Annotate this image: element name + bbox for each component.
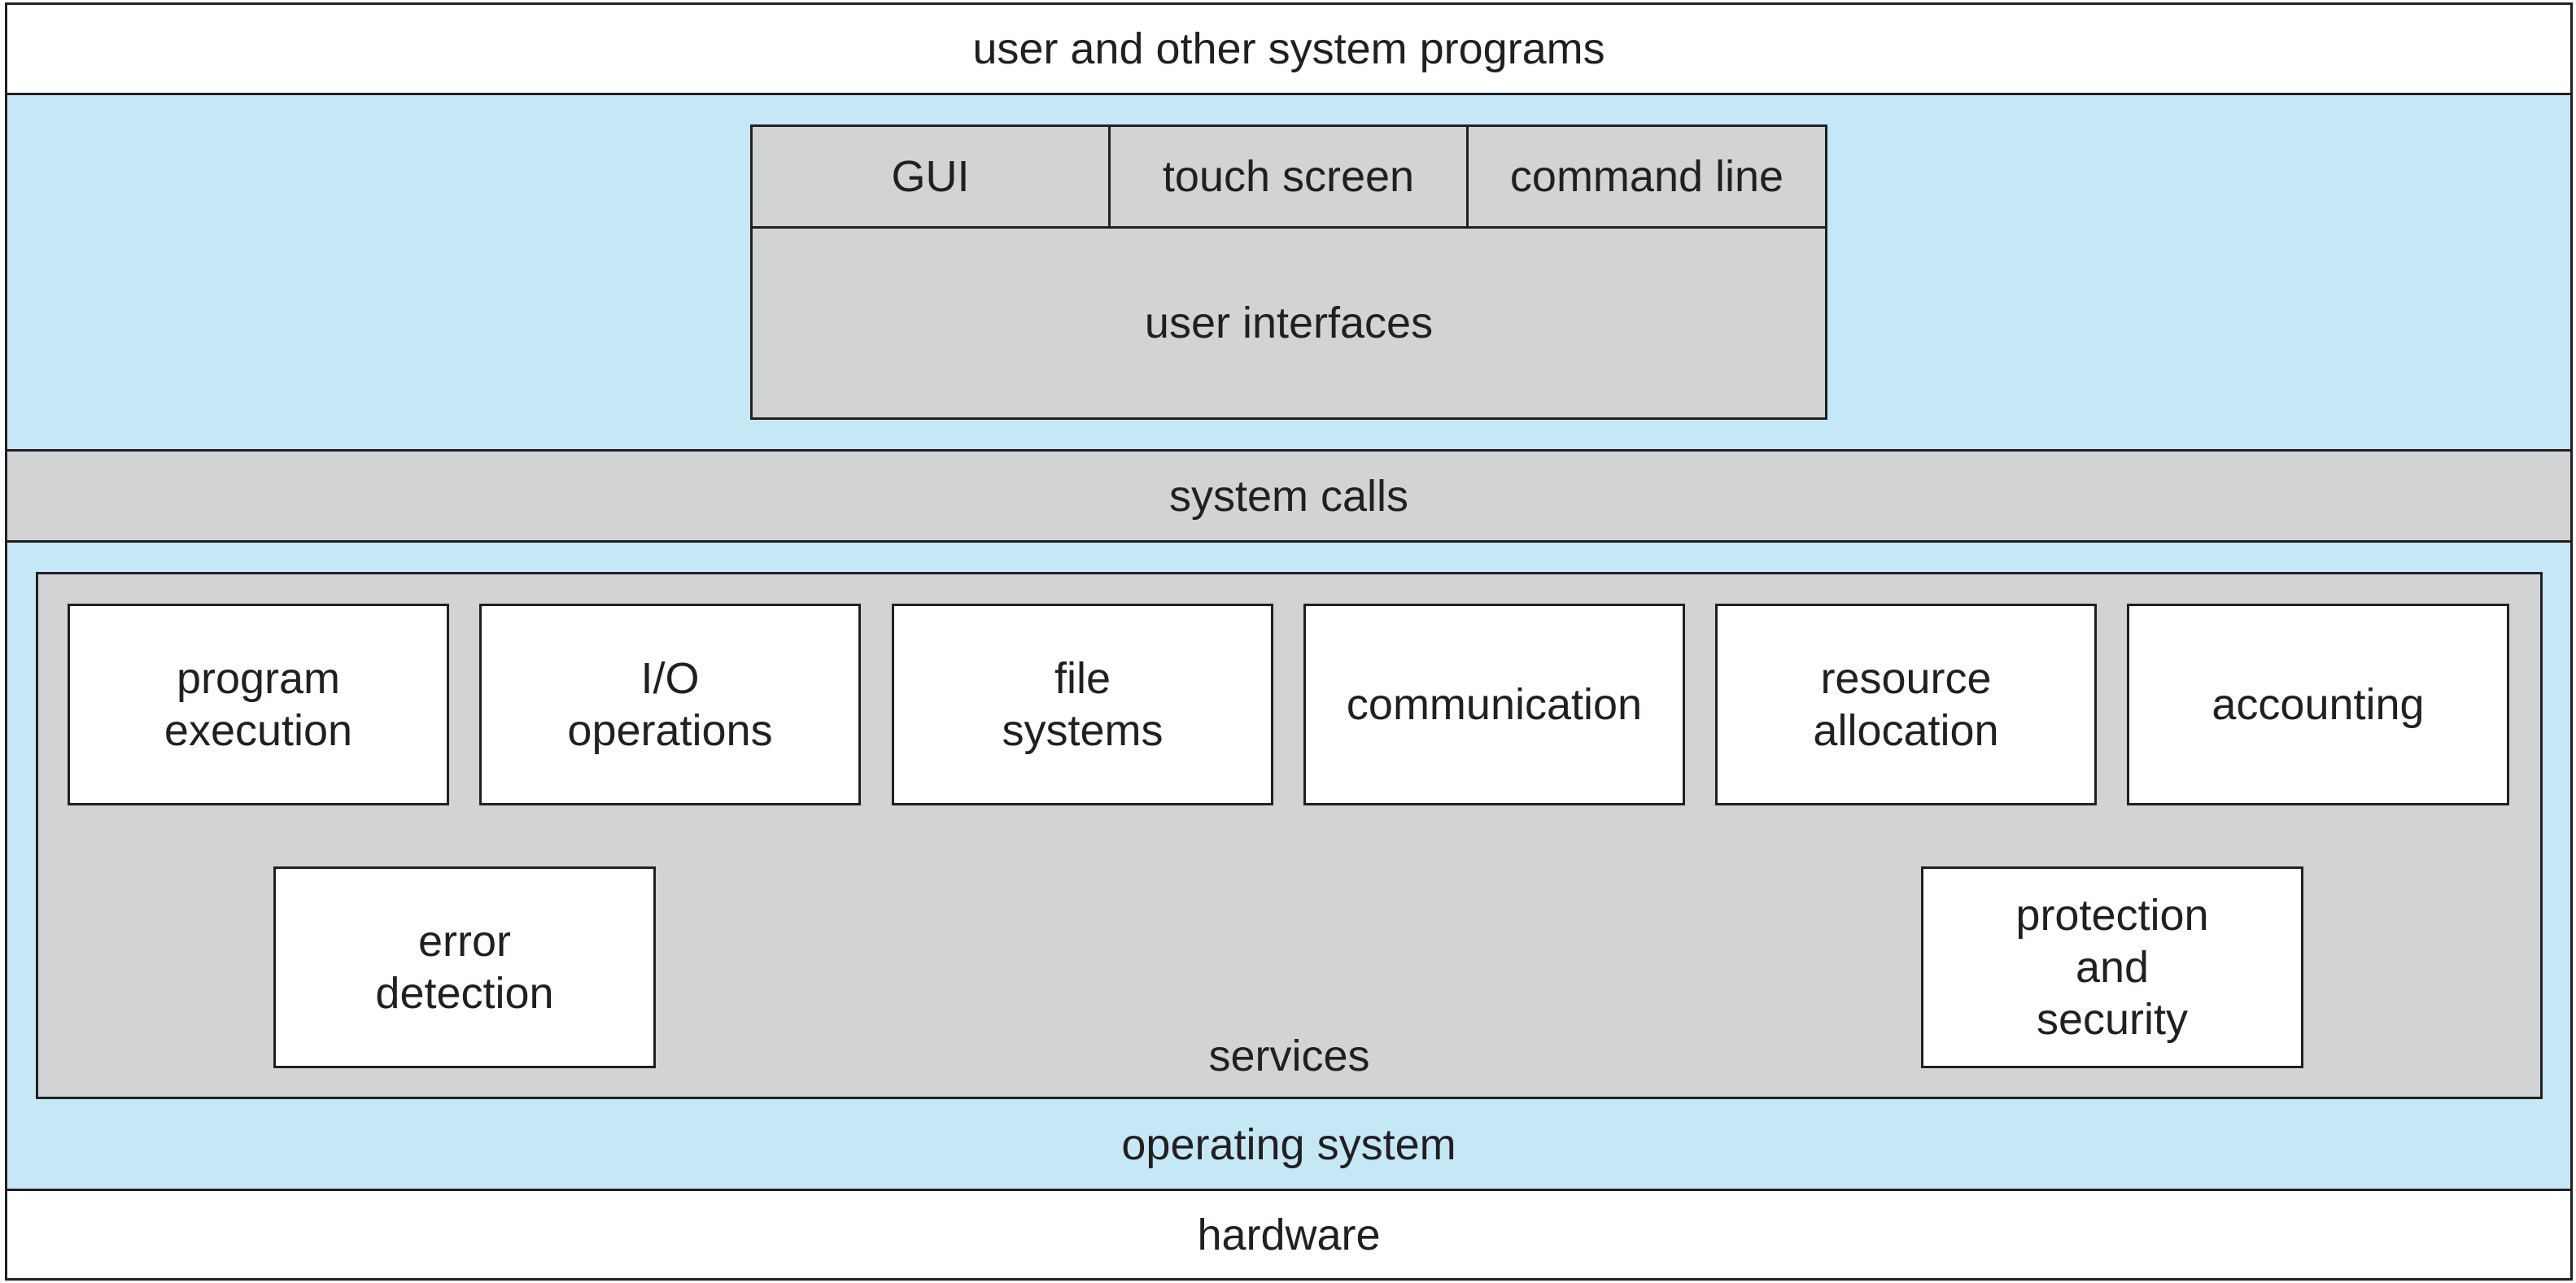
service-io-operations: I/O operations [479,604,861,805]
service-protection-and-security: protection and security [1921,866,2303,1068]
service-accounting-label: accounting [2211,680,2425,729]
service-io-operations-label: I/O operations [567,654,773,755]
system-calls-layer: system calls [5,449,2573,543]
operating-system-label: operating system [1121,1120,1456,1169]
user-interfaces-label: user interfaces [1144,299,1434,347]
service-accounting: accounting [2127,604,2509,805]
service-file-systems-label: file systems [1002,654,1164,755]
ui-item-command-line: command line [1466,124,1827,229]
service-program-execution-label: program execution [164,654,353,755]
service-error-detection: error detection [273,866,656,1068]
user-programs-label: user and other system programs [972,24,1605,73]
system-calls-label: system calls [1168,471,1409,521]
service-error-detection-label: error detection [375,917,554,1018]
user-programs-layer: user and other system programs [5,2,2573,95]
service-resource-allocation: resource allocation [1715,604,2097,805]
ui-item-command-line-label: command line [1509,152,1784,201]
service-communication-label: communication [1346,680,1643,729]
service-program-execution: program execution [68,604,449,805]
ui-item-gui: GUI [750,124,1111,229]
hardware-label: hardware [1197,1210,1381,1259]
service-protection-and-security-label: protection and security [2015,891,2209,1044]
service-file-systems: file systems [892,604,1273,805]
service-communication: communication [1303,604,1685,805]
ui-item-touch-screen: touch screen [1108,124,1469,229]
service-resource-allocation-label: resource allocation [1813,654,1999,755]
ui-item-touch-screen-label: touch screen [1162,152,1415,201]
services-label: services [1208,1032,1370,1080]
ui-item-gui-label: GUI [891,152,970,201]
hardware-layer: hardware [5,1189,2573,1281]
